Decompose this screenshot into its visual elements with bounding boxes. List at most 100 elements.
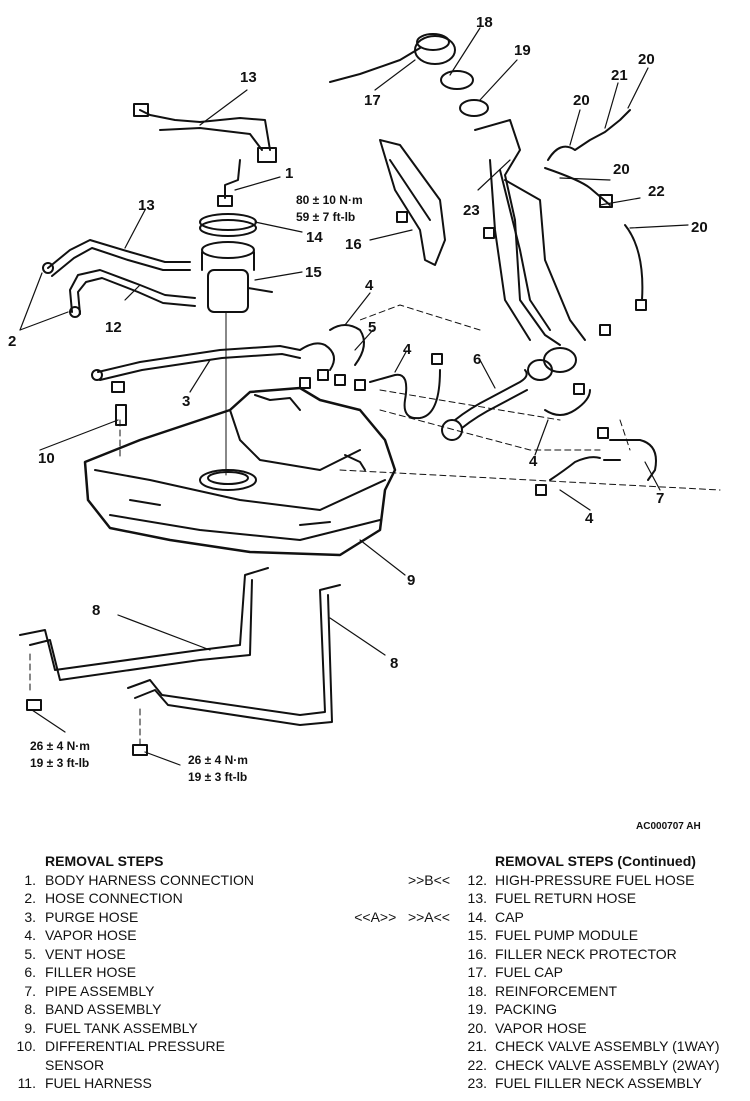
step-label: VAPOR HOSE — [45, 927, 137, 943]
step-label: PIPE ASSEMBLY — [45, 982, 155, 999]
callout-4b: 4 — [403, 341, 412, 358]
callout-8b: 8 — [390, 655, 398, 672]
callout-12: 12 — [105, 319, 122, 336]
step-row: 11. FUEL HARNESS — [10, 1074, 310, 1093]
step-label: PACKING — [495, 1001, 557, 1017]
step-label: FUEL CAP — [495, 964, 563, 980]
tank-vent-hoses — [299, 324, 528, 441]
step-row: 20.VAPOR HOSE — [350, 1019, 745, 1038]
step-row: 23. FUEL FILLER NECK ASSEMBLY — [350, 1074, 745, 1093]
step-number: 23. — [467, 1075, 487, 1091]
callout-21: 21 — [611, 67, 628, 84]
fuel-hoses-12-13 — [47, 239, 196, 315]
removal-steps-continued-title: REMOVAL STEPS (Continued) — [495, 853, 696, 869]
step-row: 22. CHECK VALVE ASSEMBLY (2WAY) — [350, 1056, 745, 1075]
step-reference — [350, 963, 458, 982]
callout-22: 22 — [648, 183, 665, 200]
step-row: 1.BODY HARNESS CONNECTION — [10, 871, 310, 890]
step-row: 16.FILLER NECK PROTECTOR — [350, 945, 745, 964]
callout-20c: 20 — [613, 161, 630, 178]
step-row: 4. VAPOR HOSE — [10, 926, 310, 945]
purge-hose — [97, 345, 301, 381]
step-reference — [350, 889, 458, 908]
step-label: CHECK VALVE ASSEMBLY (1WAY) — [495, 1038, 720, 1054]
step-number: 16. — [467, 945, 487, 962]
step-reference — [350, 1000, 458, 1019]
step-row: <<A>> >>A<<14.CAP — [350, 908, 745, 927]
torque-band-right-nm: 26 ± 4 N·m — [188, 753, 248, 767]
step-label: CHECK VALVE ASSEMBLY (2WAY) — [495, 1056, 720, 1073]
step-row: 3. PURGE HOSE — [10, 908, 310, 927]
removal-steps-left: REMOVAL STEPS 1.BODY HARNESS CONNECTION … — [10, 852, 310, 1093]
step-label: BAND ASSEMBLY — [45, 1001, 162, 1017]
fuel-cap — [329, 33, 489, 117]
callout-11: 13 — [240, 69, 257, 86]
callout-8a: 8 — [92, 602, 100, 619]
step-label: VENT HOSE — [45, 945, 126, 962]
step-row: 10.DIFFERENTIAL PRESSURE SENSOR — [10, 1037, 310, 1074]
step-label: FUEL FILLER NECK ASSEMBLY — [495, 1075, 702, 1091]
step-number: 4. — [24, 927, 36, 943]
removal-steps-title: REMOVAL STEPS — [45, 853, 164, 869]
callout-10: 10 — [38, 450, 55, 467]
step-label: FUEL TANK ASSEMBLY — [45, 1019, 198, 1036]
fuel-harness — [133, 103, 277, 207]
band-assemblies — [19, 567, 341, 726]
step-label: HOSE CONNECTION — [45, 890, 183, 906]
callout-20d: 20 — [691, 219, 708, 236]
callout-20a: 20 — [638, 51, 655, 68]
step-number: 22. — [467, 1056, 487, 1073]
step-reference — [350, 1074, 458, 1093]
right-hoses-pipe — [544, 389, 657, 481]
callout-13: 13 — [138, 197, 155, 214]
step-row: 13.FUEL RETURN HOSE — [350, 889, 745, 908]
callout-15: 15 — [305, 264, 322, 281]
step-reference: <<A>> >>A<< — [354, 908, 450, 925]
step-reference — [350, 945, 458, 964]
callout-1: 1 — [285, 165, 293, 182]
callout-6: 6 — [473, 351, 481, 368]
step-number: 8. — [24, 1001, 36, 1017]
step-row: >>B<<12.HIGH-PRESSURE FUEL HOSE — [350, 871, 745, 890]
step-number: 6. — [24, 964, 36, 980]
step-number: 11. — [17, 1075, 36, 1091]
callout-4d: 4 — [585, 510, 594, 527]
callout-labels: 13 1 14 15 13 12 2 3 10 4 5 4 6 4 7 4 9 … — [8, 14, 708, 830]
torque-pump-cap-nm: 80 ± 10 N·m — [296, 193, 363, 207]
step-reference — [350, 926, 458, 945]
step-number: 15. — [467, 927, 487, 943]
step-row: 19. PACKING — [350, 1000, 745, 1019]
step-label: CAP — [495, 908, 524, 925]
step-number: 19. — [467, 1001, 487, 1017]
alignment-lines — [29, 304, 721, 746]
step-number: 3. — [24, 908, 36, 925]
removal-steps-right: REMOVAL STEPS (Continued) >>B<<12.HIGH-P… — [350, 852, 745, 1093]
torque-pump-cap-ftlb: 59 ± 7 ft-lb — [296, 210, 355, 224]
callout-4a: 4 — [365, 277, 374, 294]
small-parts — [26, 211, 611, 756]
callout-19: 19 — [514, 42, 531, 59]
fuel-system-diagram: 13 1 14 15 13 12 2 3 10 4 5 4 6 4 7 4 9 … — [8, 14, 721, 830]
step-row: 6.FILLER HOSE — [10, 963, 310, 982]
callout-17: 17 — [364, 92, 381, 109]
step-label: FUEL HARNESS — [45, 1075, 152, 1091]
callout-3: 3 — [182, 393, 190, 410]
step-reference — [350, 1037, 458, 1056]
step-number: 18. — [467, 982, 487, 999]
callout-14: 14 — [306, 229, 323, 246]
torque-band-right-ftlb: 19 ± 3 ft-lb — [188, 770, 247, 784]
step-reference — [350, 1056, 458, 1075]
callout-5: 5 — [368, 319, 376, 336]
fuel-tank-assembly — [83, 386, 397, 557]
step-label: FUEL RETURN HOSE — [495, 890, 637, 906]
step-label: PURGE HOSE — [45, 908, 139, 925]
callout-23: 23 — [463, 202, 480, 219]
step-row: 15.FUEL PUMP MODULE — [350, 926, 745, 945]
callout-9: 9 — [407, 572, 415, 589]
step-row: 9. FUEL TANK ASSEMBLY — [10, 1019, 310, 1038]
step-label: HIGH-PRESSURE FUEL HOSE — [495, 871, 695, 888]
step-number: 10. — [16, 1038, 36, 1054]
step-reference — [350, 982, 458, 1001]
step-row: 17.FUEL CAP — [350, 963, 745, 982]
step-number: 9. — [24, 1019, 36, 1036]
